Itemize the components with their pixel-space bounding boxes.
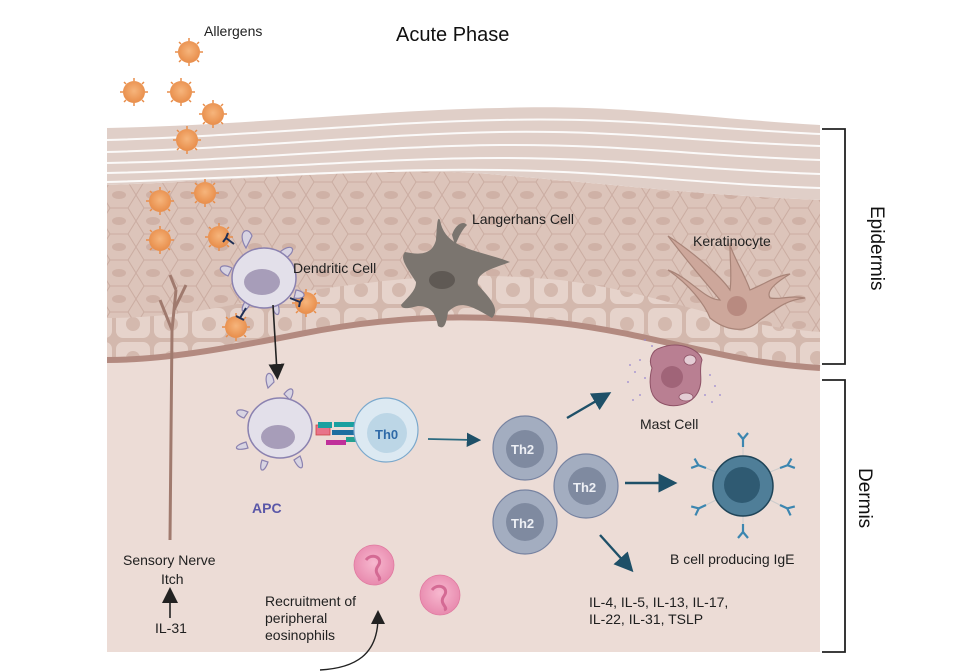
keratinocyte-label: Keratinocyte [693,233,771,249]
dermis-label: Dermis [854,468,875,529]
corneum-lines [106,118,821,189]
cytokines-label-line1: IL-4, IL-5, IL-13, IL-17, [589,594,729,610]
allergen-particle [198,99,228,129]
langerhans-cell [401,218,510,328]
arrow-to-mast-cell [566,392,612,420]
page-title: Acute Phase [396,24,510,46]
dendritic-cell [219,230,305,321]
allergen-particle [221,312,251,342]
allergen-particle [145,186,175,216]
cytokines-label-line2: IL-22, IL-31, TSLP [589,611,704,627]
th2-label: Th2 [573,480,597,495]
sensory-nerve [158,274,188,541]
allergen-particle [119,77,149,107]
allergens-label: Allergens [204,23,263,39]
apc-label: APC [252,500,282,516]
allergen-particle [174,37,204,67]
b-cell-label: B cell producing IgE [670,551,795,567]
arrow-dc-to-apc [268,304,285,380]
arrow-to-cytokines [599,534,634,573]
il31-label: IL-31 [155,620,187,636]
langerhans-cell-label: Langerhans Cell [472,211,574,227]
allergen-particle [190,178,220,208]
th2-label: Th2 [511,442,535,457]
th0-cell [353,397,419,463]
arrow-recruitment [319,610,385,671]
allergen-particle [204,222,234,252]
itch-label: Itch [161,571,184,587]
th0-label: Th0 [375,427,399,442]
dermis-bracket [822,379,846,653]
dendritic-cell-label: Dendritic Cell [293,260,377,276]
sensory-nerve-label: Sensory Nerve [123,552,216,568]
th2-cells [492,415,619,555]
mast-cell [627,339,721,407]
eosinophil-label-line2: peripheral [265,610,328,626]
apc-cell [235,372,369,471]
th2-label: Th2 [511,516,535,531]
allergen-particle [145,225,175,255]
arrow-th0-to-th2 [427,432,482,448]
keratinocyte [667,235,806,330]
eosinophil [353,544,395,586]
allergen-particle [172,125,202,155]
b-cell [690,431,796,540]
eosinophil [419,574,461,616]
epidermis-bracket [822,128,846,365]
eosinophils [353,544,461,616]
mast-cell-label: Mast Cell [640,416,699,432]
epidermis-label: Epidermis [866,206,887,291]
eosinophil-label-line1: Recruitment of [265,593,357,609]
eosinophil-label-line3: eosinophils [265,627,336,643]
allergen-particle [166,77,196,107]
